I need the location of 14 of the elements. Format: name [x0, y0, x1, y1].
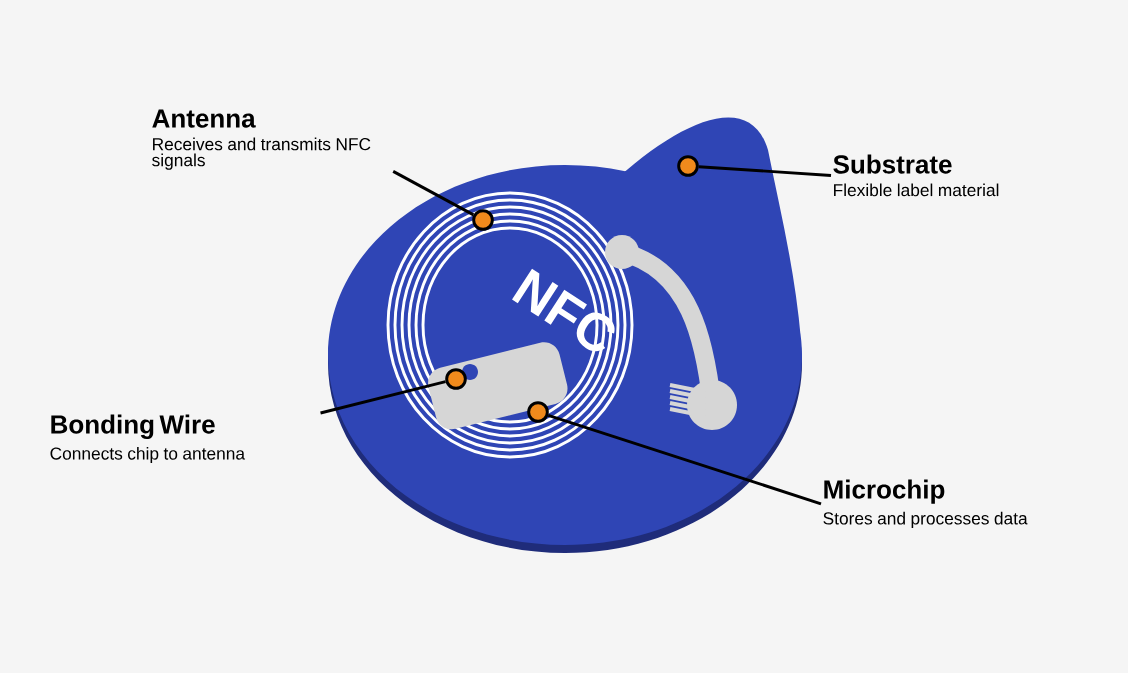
callout-dot [527, 401, 549, 423]
callout-dot [677, 155, 699, 177]
callout-dot [445, 368, 467, 390]
callout-text: Connects chip to antenna [50, 446, 246, 464]
leader-line [698, 165, 832, 177]
callout-title: Substrate [833, 154, 952, 174]
callout-text: Flexible label material [834, 183, 999, 197]
callout-text: Stores and processes data [823, 511, 1028, 528]
callout-text: Receives and transmits NFC signals [152, 137, 371, 170]
callout-dot [472, 209, 494, 231]
tag-label: NFC [512, 268, 615, 352]
callout-title: Bonding Wire [51, 414, 215, 439]
callout-title: Antenna [152, 109, 256, 128]
callout-title: Microchip [824, 479, 945, 504]
